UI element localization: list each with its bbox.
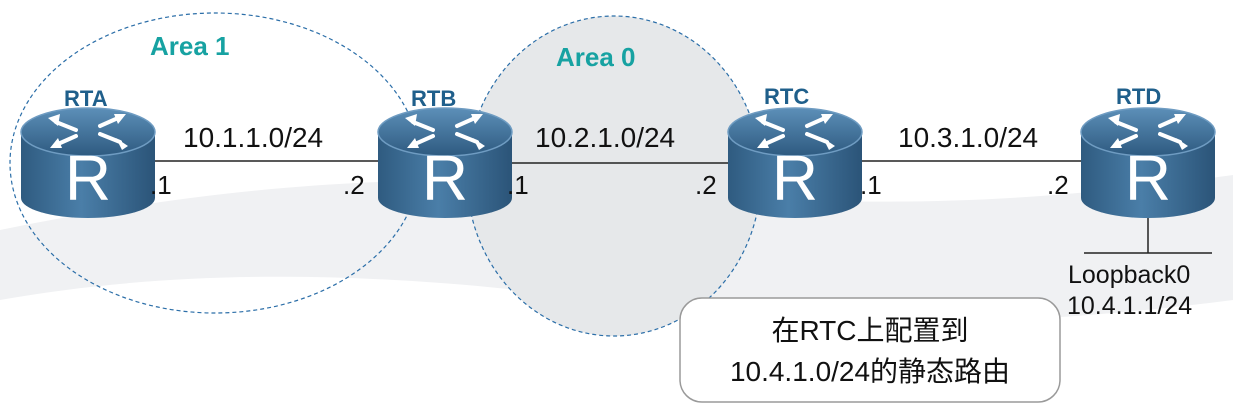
ip-rtb-right: .1 xyxy=(507,170,529,200)
ip-rtb-left: .2 xyxy=(343,170,365,200)
loopback-address: 10.4.1.1/24 xyxy=(1067,292,1192,320)
note-box xyxy=(679,297,1061,403)
router-rtc[interactable]: R xyxy=(726,106,864,220)
router-glyph: R xyxy=(422,142,468,214)
network-label-cd: 10.3.1.0/24 xyxy=(898,122,1038,153)
network-label-bc: 10.2.1.0/24 xyxy=(535,122,675,153)
router-label-rta: RTA xyxy=(64,86,108,111)
area-1-label: Area 1 xyxy=(150,31,230,61)
ip-rtd: .2 xyxy=(1047,170,1069,200)
loopback-name: Loopback0 xyxy=(1068,261,1190,289)
router-label-rtb: RTB xyxy=(411,86,456,111)
router-rtb[interactable]: R xyxy=(376,106,514,220)
router-rta[interactable]: R xyxy=(19,106,157,220)
router-label-rtd: RTD xyxy=(1116,84,1161,109)
note-line-2: 10.4.1.0/24的静态路由 xyxy=(730,356,1010,387)
ip-rta: .1 xyxy=(150,170,172,200)
router-glyph: R xyxy=(65,142,111,214)
router-rtd[interactable]: R xyxy=(1079,106,1217,220)
network-label-ab: 10.1.1.0/24 xyxy=(183,122,323,153)
router-label-rtc: RTC xyxy=(764,84,809,109)
ip-rtc-right: .1 xyxy=(860,170,882,200)
area-0-label: Area 0 xyxy=(556,42,636,72)
router-glyph: R xyxy=(1125,142,1171,214)
ip-rtc-left: .2 xyxy=(695,170,717,200)
router-glyph: R xyxy=(772,142,818,214)
note-line-1: 在RTC上配置到 xyxy=(771,315,968,346)
